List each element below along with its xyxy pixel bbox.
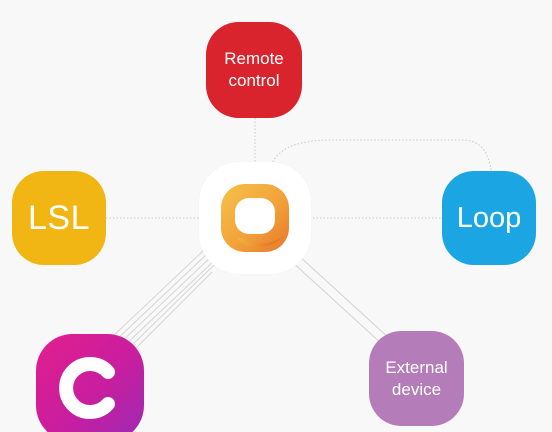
loop-label: Loop <box>456 201 522 234</box>
connector-loop-arc <box>269 139 493 175</box>
external-device-node[interactable]: External device <box>369 331 464 426</box>
lsl-label: LSL <box>28 198 90 237</box>
connector-c-hub <box>110 249 217 354</box>
remote-control-label-line2: control <box>228 71 280 90</box>
loop-node[interactable]: Loop <box>442 171 536 265</box>
lsl-node[interactable]: LSL <box>12 171 106 265</box>
c-logo-icon <box>59 357 115 419</box>
external-device-label-line1: External <box>385 357 448 377</box>
remote-control-label: Remote control <box>224 48 284 92</box>
orange-o-logo-icon <box>221 184 289 252</box>
external-device-label-line2: device <box>391 379 442 399</box>
remote-control-node[interactable]: Remote control <box>206 22 302 118</box>
remote-control-label-line1: Remote <box>224 49 284 68</box>
connector-external-hub-a <box>289 259 383 345</box>
external-device-label: External device <box>385 357 447 401</box>
connector-external-hub-b <box>297 254 391 340</box>
central-hub[interactable] <box>199 162 311 274</box>
c-app-node[interactable] <box>36 334 144 432</box>
